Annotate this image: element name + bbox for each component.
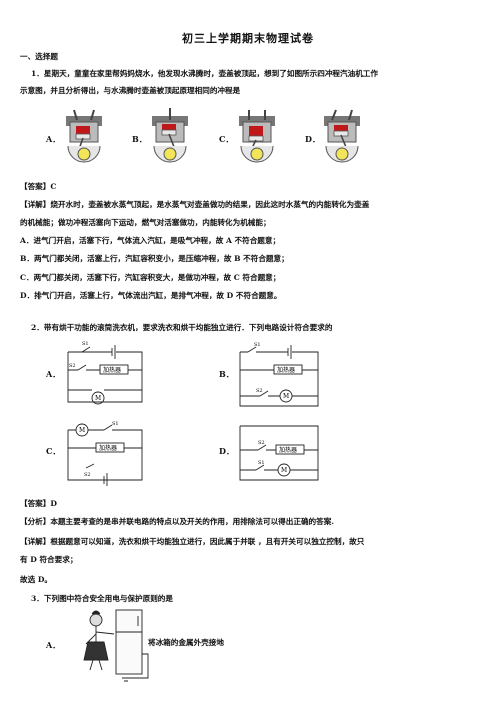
circuit-c-s1: S1 [112, 421, 119, 427]
circuit-d-s1: S1 [258, 460, 265, 466]
circuit-c-heater: 加热器 [99, 444, 117, 452]
q1-detail-line1: 【详解】烧开水时，壶盖被水蒸气顶起，是水蒸气对壶盖做功的结果，因此这时水蒸气的内… [20, 200, 370, 209]
circuit-a-motor: M [95, 395, 101, 402]
circuit-a-s2: S2 [69, 363, 76, 369]
circuit-a: S1 S2 加热器 M [67, 341, 143, 405]
circuit-b-heater: 加热器 [277, 366, 295, 374]
q2-analysis: 【分析】本题主要考查的是串并联电路的特点以及开关的作用，用排除法可以得出正确的答… [20, 517, 334, 526]
q1-detail-line2: 的机械能；做功冲程活塞向下运动，燃气对活塞做功，内能转化为机械能； [20, 218, 271, 227]
q2-stem: 2．带有烘干功能的滚筒洗衣机，要求洗衣和烘干均能独立进行．下列电路设计符合要求的 [31, 323, 333, 332]
q2-option-c-label: C． [46, 446, 61, 456]
q1-option-c-label: C． [219, 134, 234, 144]
q3-stem: 3．下列图中符合安全用电与保护原则的是 [31, 594, 173, 603]
circuit-d: S2 加热器 S1 M [239, 425, 319, 481]
q3-option-a-caption: 将冰箱的金属外壳接地 [148, 638, 224, 647]
q2-conclusion: 故选 D。 [20, 575, 53, 584]
q2-detail-line1: 【详解】根据题意可以知道，洗衣和烘干均能独立进行，因此属于并联 ，且有开关可以独… [20, 537, 365, 546]
engine-figure-d [324, 109, 360, 163]
circuit-d-motor: M [281, 467, 287, 474]
q1-stem-line2: 示意图，并且分析得出，与水沸腾时壶盖被顶起原理相同的冲程是 [20, 86, 241, 95]
fridge-grounding-figure [83, 609, 149, 682]
section-heading: 一、选择题 [20, 52, 58, 61]
q1-option-d-label: D． [305, 134, 320, 144]
q1-analysis-a: A．进气门开启，活塞下行，气体流入汽缸，是吸气冲程，故 A 不符合题意； [20, 236, 281, 245]
circuit-a-s1: S1 [82, 341, 89, 347]
q2-option-a-label: A． [46, 369, 61, 379]
circuit-d-heater: 加热器 [279, 446, 297, 454]
q1-stem-line1: 1．星期天，童童在家里帮妈妈烧水，他发现水沸腾时，壶盖被顶起，想到了如图所示四冲… [31, 69, 378, 78]
circuit-c-s2: S2 [84, 472, 91, 478]
circuit-d-s2: S2 [258, 440, 265, 446]
q2-detail-line2: 有 D 符合要求； [20, 555, 78, 564]
q1-option-a-label: A． [46, 134, 61, 144]
circuit-a-heater: 加热器 [103, 366, 121, 374]
q3-option-a-label: A． [46, 640, 61, 650]
engine-figure-a [66, 109, 102, 163]
circuit-c-motor: M [79, 427, 85, 434]
q2-option-b-label: B． [219, 369, 234, 379]
q1-analysis-d: D．排气门开启，活塞上行，气体流出汽缸，是排气冲程，故 D 不符合题意。 [20, 291, 282, 300]
circuit-b-motor: M [283, 393, 289, 400]
circuit-b-s2: S2 [256, 388, 263, 394]
q1-answer: 【答案】C [20, 182, 57, 191]
engine-figure-b [152, 108, 188, 163]
q2-option-d-label: D． [219, 446, 234, 456]
circuit-b: S1 S2 加热器 M [239, 342, 319, 407]
q1-option-b-label: B． [132, 134, 147, 144]
circuit-c: M S1 加热器 S2 [67, 421, 143, 486]
q1-analysis-b: B．两气门都关闭，活塞上行，汽缸容积变小，是压缩冲程，故 B 不符合题意； [20, 254, 289, 263]
circuit-b-s1: S1 [254, 342, 261, 348]
q2-answer: 【答案】D [20, 499, 57, 508]
engine-figure-c [239, 110, 275, 163]
q1-analysis-c: C．两气门都关闭，活塞下行，汽缸容积变大，是做功冲程，故 C 符合题意； [20, 273, 281, 282]
page-title: 初三上学期期末物理试卷 [182, 32, 314, 45]
